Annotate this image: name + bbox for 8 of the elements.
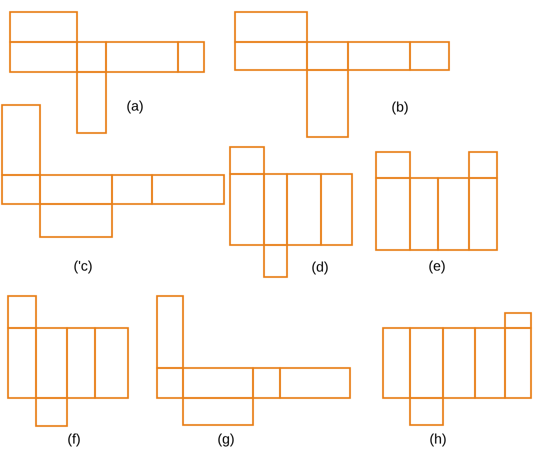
figure-label: (h): [430, 434, 446, 446]
figure-label: (f): [68, 434, 80, 446]
figure-label: (b): [392, 102, 408, 114]
figure-label: ('c): [74, 260, 92, 274]
figure-label: (d): [312, 262, 328, 274]
figure-label: (e): [429, 260, 445, 274]
figure-label: (g): [218, 433, 234, 446]
figure-label: (a): [127, 100, 143, 114]
